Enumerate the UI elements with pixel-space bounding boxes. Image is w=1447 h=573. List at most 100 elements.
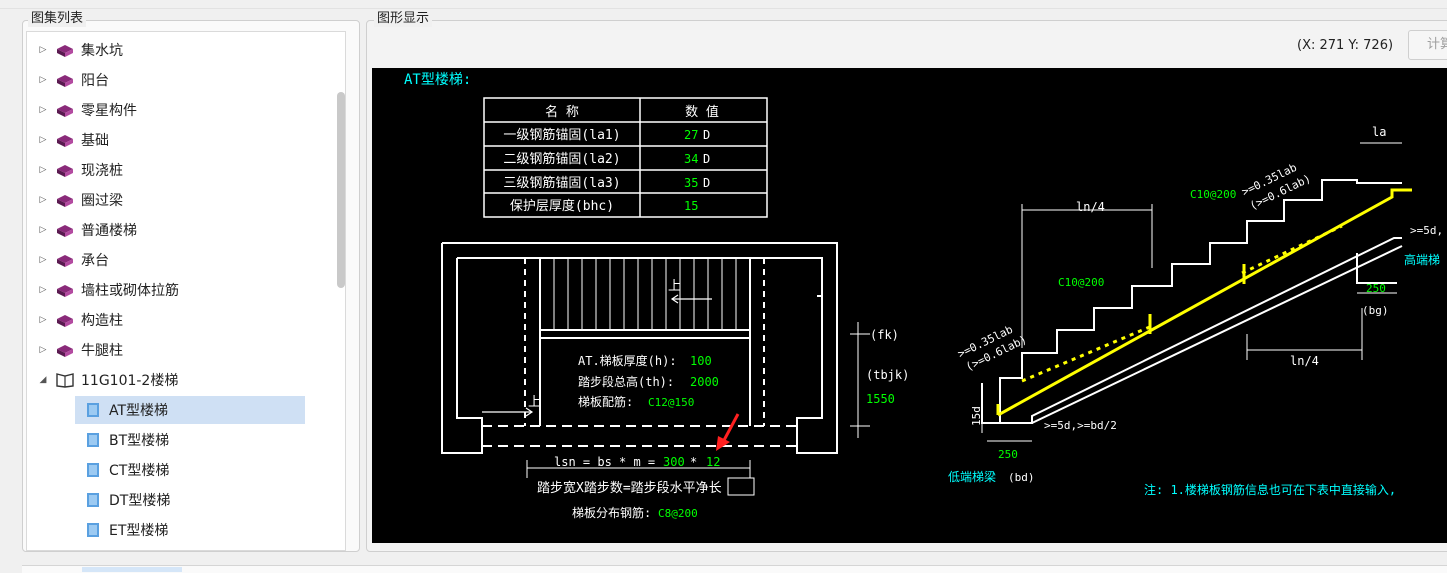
book-stack-icon: [55, 252, 75, 268]
tree-item[interactable]: ▷ 牛腿柱: [27, 336, 327, 364]
tree-item-label: 牛腿柱: [81, 343, 123, 359]
table-row-unit: D: [703, 176, 710, 190]
width-250-right: 250: [1366, 282, 1386, 295]
book-stack-icon: [55, 72, 75, 88]
tree-item[interactable]: ▷普通楼梯: [27, 216, 327, 244]
plan-up-label-left: 上: [528, 395, 541, 410]
formula-label: 踏步宽X踏步数=踏步段水平净长: [537, 480, 722, 496]
tbjk-value[interactable]: 1550: [866, 392, 895, 406]
book-stack-icon: [55, 192, 75, 208]
tree-scrollbar[interactable]: [337, 92, 345, 288]
expand-arrow-icon[interactable]: ▷: [39, 345, 47, 355]
tree-item-label: 阳台: [81, 73, 109, 89]
slab-rebar-label: 梯板配筋:: [578, 394, 633, 409]
lsn-label: lsn = bs * m =: [554, 455, 655, 469]
table-header-name: 名 称: [545, 104, 579, 120]
book-stack-icon: [55, 42, 75, 58]
expand-arrow-icon[interactable]: ▷: [39, 225, 47, 235]
tree-item-label: 零星构件: [81, 103, 137, 119]
expand-arrow-icon[interactable]: ▷: [39, 165, 47, 175]
tbjk-label: (tbjk): [866, 368, 909, 382]
rebar-lines: [996, 188, 1412, 417]
document-icon: [85, 462, 101, 478]
tree-item[interactable]: ▷集水坑: [27, 36, 327, 64]
expand-arrow-icon[interactable]: ▷: [39, 75, 47, 85]
tree-item-label: CT型楼梯: [109, 463, 170, 479]
tree-item-label: 构造柱: [81, 313, 123, 329]
table-row-value[interactable]: 35: [684, 176, 698, 190]
book-stack-icon: [55, 162, 75, 178]
ln4-top-label: ln/4: [1076, 200, 1105, 214]
table-row-value[interactable]: 27: [684, 128, 698, 142]
formula-highlight-box: [727, 477, 755, 496]
tree-item[interactable]: ▷圈过梁: [27, 186, 327, 214]
collapse-arrow-icon[interactable]: ◢: [39, 375, 47, 385]
step-count-value[interactable]: 12: [706, 455, 720, 469]
tree-item[interactable]: CT型楼梯: [27, 456, 327, 484]
tree-item[interactable]: ▷ 构造柱: [27, 306, 327, 334]
section-dimensions: [981, 142, 1402, 442]
stair-section-outline: [981, 179, 1403, 424]
tree-item-label: 11G101-2楼梯: [81, 373, 179, 389]
expand-arrow-icon[interactable]: ▷: [39, 315, 47, 325]
tree-item[interactable]: ET型楼梯: [27, 516, 327, 544]
book-stack-icon: [55, 222, 75, 238]
table-row-name: 保护层厚度(bhc): [510, 198, 614, 214]
tree-item[interactable]: ▷ 现浇桩: [27, 156, 327, 184]
expand-arrow-icon[interactable]: ▷: [39, 195, 47, 205]
document-icon: [85, 402, 101, 418]
fifteen-d-label: 15d: [970, 406, 983, 426]
stair-height-value[interactable]: 2000: [690, 375, 719, 389]
tree-item-label: DT型楼梯: [109, 493, 171, 509]
book-stack-icon: [55, 312, 75, 328]
slab-rebar-value[interactable]: C12@150: [648, 396, 694, 409]
document-icon: [85, 432, 101, 448]
tree-item-label: 承台: [81, 253, 109, 269]
bottom-panel-edge: [22, 565, 1447, 573]
slab-thickness-label: AT.梯板厚度(h):: [578, 353, 677, 368]
tree-item[interactable]: ▷墙柱或砌体拉筋: [27, 276, 327, 304]
tree-item[interactable]: ▷ 承台: [27, 246, 327, 274]
distribution-rebar-value[interactable]: C8@200: [658, 507, 698, 520]
stair-drawing: AT型楼梯: 名 称 数 值 一级钢筋锚固(la1) 27 D 二级钢筋锚固(l…: [404, 72, 1443, 520]
tree-item[interactable]: ▷ 基础: [27, 126, 327, 154]
tree-item-label: 现浇桩: [81, 163, 123, 179]
atlas-tree[interactable]: ▷集水坑▷阳台▷零星构件▷基础▷现浇桩▷圈过梁▷普通楼梯▷承台▷墙柱或砌体拉筋▷…: [26, 31, 346, 551]
document-icon: [85, 522, 101, 538]
tree-item[interactable]: ▷ 零星构件: [27, 96, 327, 124]
bottom-tab[interactable]: [82, 567, 182, 572]
plan-side-dimension: [526, 322, 870, 478]
plan-up-arrows: [482, 294, 712, 417]
step-width-value[interactable]: 300: [663, 455, 685, 469]
table-row-unit: D: [703, 128, 710, 142]
document-icon: [85, 492, 101, 508]
table-row-value[interactable]: 34: [684, 152, 698, 166]
drawing-heading: AT型楼梯:: [404, 72, 471, 88]
tree-item[interactable]: ◢ 11G101-2楼梯: [27, 366, 327, 394]
tree-item[interactable]: ▷ 阳台: [27, 66, 327, 94]
c10-top-label: C10@200: [1190, 188, 1236, 201]
tree-item[interactable]: AT型楼梯: [75, 396, 305, 424]
table-row-unit: D: [703, 152, 710, 166]
note-text: 注: 1.楼梯板钢筋信息也可在下表中直接输入,: [1144, 482, 1396, 497]
expand-arrow-icon[interactable]: ▷: [39, 285, 47, 295]
table-header-value: 数 值: [685, 104, 719, 120]
tree-item-label: 基础: [81, 133, 109, 149]
expand-arrow-icon[interactable]: ▷: [39, 135, 47, 145]
graphic-display-title: 图形显示: [374, 11, 433, 27]
window-top-strip: [0, 0, 1447, 9]
calculate-button[interactable]: 计算: [1408, 30, 1447, 60]
expand-arrow-icon[interactable]: ▷: [39, 255, 47, 265]
parameter-table: [483, 97, 768, 218]
slab-thickness-value[interactable]: 100: [690, 354, 712, 368]
tree-item[interactable]: DT型楼梯: [27, 486, 327, 514]
drawing-canvas[interactable]: AT型楼梯: 名 称 数 值 一级钢筋锚固(la1) 27 D 二级钢筋锚固(l…: [372, 68, 1447, 543]
lsn-multiply: *: [690, 455, 697, 469]
table-row-value[interactable]: 15: [684, 199, 698, 213]
tree-item[interactable]: BT型楼梯: [27, 426, 327, 454]
expand-arrow-icon[interactable]: ▷: [39, 105, 47, 115]
stair-plan-view: [441, 242, 838, 454]
expand-arrow-icon[interactable]: ▷: [39, 45, 47, 55]
open-book-icon: [55, 372, 75, 388]
table-row-name: 一级钢筋锚固(la1): [503, 127, 620, 143]
